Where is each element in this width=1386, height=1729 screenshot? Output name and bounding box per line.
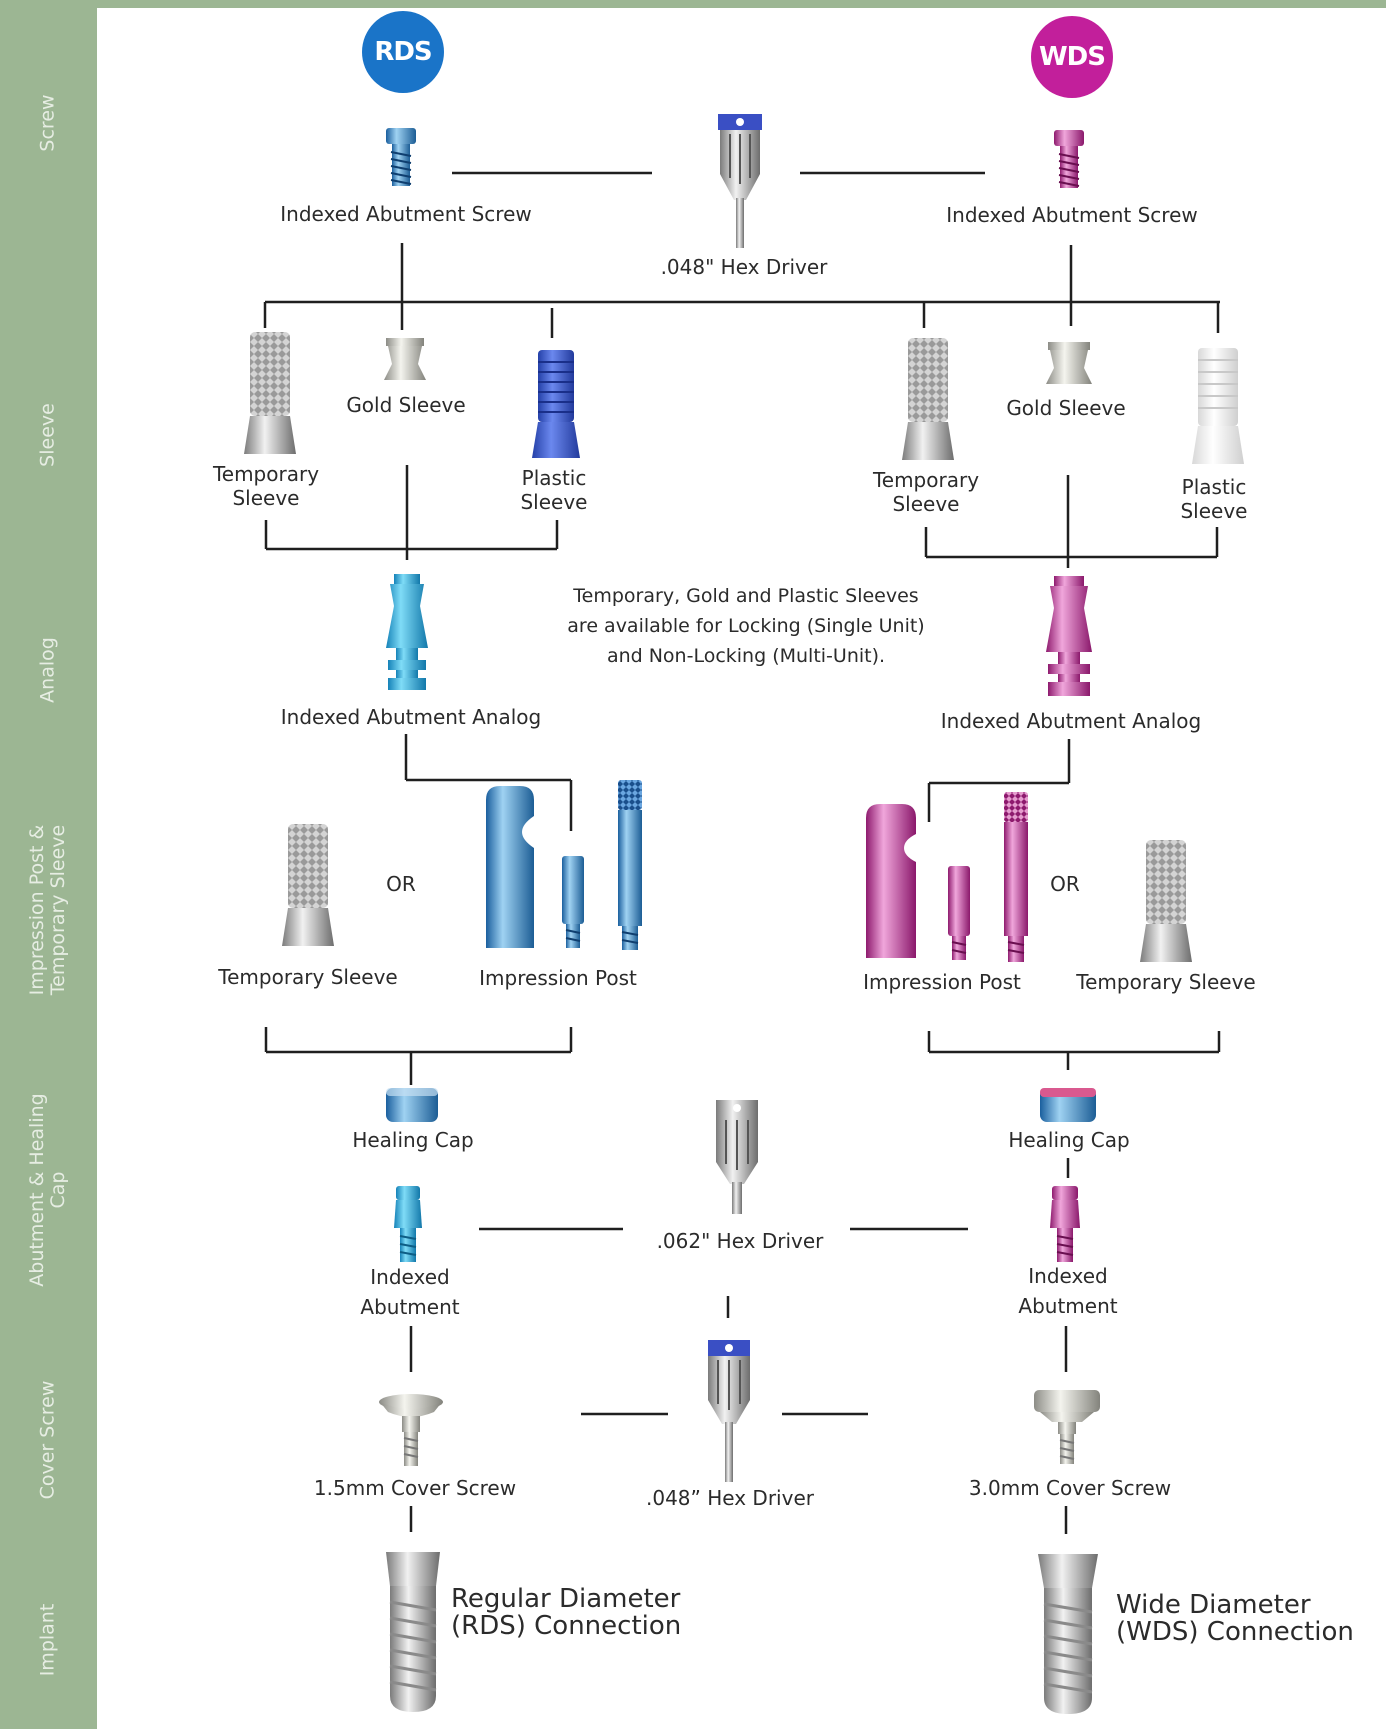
stage-sidebar: [0, 0, 97, 1729]
rds-implant-icon: [386, 1552, 440, 1712]
rds-plastic-sleeve-label: Plastic Sleeve: [520, 466, 588, 514]
rds-imp-temp-sleeve-label: Temporary Sleeve: [218, 965, 398, 989]
rds-healing-cap-label: Healing Cap: [352, 1128, 474, 1152]
wds-healing-cap-icon: [1040, 1088, 1096, 1122]
hex-driver-062-icon: [716, 1100, 758, 1214]
wds-cover-screw-icon: [1034, 1390, 1100, 1464]
rds-badge: RDS: [362, 11, 444, 93]
rds-impression-post-icon: [486, 780, 642, 950]
rds-screw-label: Indexed Abutment Screw: [280, 202, 532, 226]
rds-cover-screw-label: 1.5mm Cover Screw: [313, 1476, 517, 1500]
rds-abutment-label: Indexed Abutment: [360, 1265, 460, 1319]
rds-analog-label: Indexed Abutment Analog: [280, 705, 542, 729]
rds-gold-sleeve-icon: [384, 338, 426, 380]
rds-indexed-abutment-icon: [394, 1186, 422, 1262]
wds-or-label: OR: [1050, 872, 1080, 896]
wds-plastic-sleeve-icon: [1192, 348, 1244, 464]
wds-cover-screw-label: 3.0mm Cover Screw: [968, 1476, 1172, 1500]
wds-impression-post-icon: [866, 792, 1028, 962]
wds-temporary-sleeve-icon: [902, 338, 954, 460]
wds-implant-icon: [1038, 1554, 1098, 1714]
rds-abutment-screw-icon: [386, 128, 416, 186]
rds-healing-cap-icon: [386, 1088, 438, 1122]
wds-indexed-abutment-icon: [1050, 1186, 1080, 1262]
hex-driver-048-bottom-icon: [708, 1340, 750, 1482]
rds-gold-sleeve-label: Gold Sleeve: [346, 393, 466, 417]
rds-temporary-sleeve-icon: [244, 332, 296, 454]
rds-imp-post-label: Impression Post: [479, 966, 637, 990]
wds-screw-label: Indexed Abutment Screw: [946, 203, 1198, 227]
rds-abutment-analog-icon: [386, 574, 428, 690]
hex-driver-048-top-icon: [718, 114, 762, 248]
wds-implant-label: Wide Diameter (WDS) Connection: [1116, 1590, 1354, 1647]
wds-analog-label: Indexed Abutment Analog: [940, 709, 1202, 733]
rds-or-label: OR: [386, 872, 416, 896]
rds-plastic-sleeve-icon: [532, 350, 580, 458]
driver-048-bottom-label: .048” Hex Driver: [646, 1486, 814, 1510]
rds-impression-temporary-sleeve-icon: [282, 824, 334, 946]
wds-imp-post-label: Impression Post: [863, 970, 1021, 994]
wds-abutment-screw-icon: [1054, 130, 1084, 188]
rds-implant-label: Regular Diameter (RDS) Connection: [451, 1584, 682, 1641]
rds-cover-screw-icon: [379, 1394, 443, 1466]
sleeve-availability-note: Temporary, Gold and Plastic Sleeves are …: [567, 585, 925, 667]
wds-gold-sleeve-label: Gold Sleeve: [1006, 396, 1126, 420]
wds-badge: WDS: [1031, 16, 1113, 98]
wds-imp-temp-sleeve-label: Temporary Sleeve: [1076, 970, 1256, 994]
top-bar: [0, 0, 1386, 8]
wds-plastic-sleeve-label: Plastic Sleeve: [1180, 475, 1248, 523]
rds-temp-sleeve-label: Temporary Sleeve: [212, 462, 320, 510]
wds-abutment-label: Indexed Abutment: [1018, 1264, 1118, 1318]
wds-gold-sleeve-icon: [1046, 342, 1092, 384]
wds-impression-temporary-sleeve-icon: [1140, 840, 1192, 962]
wds-temp-sleeve-label: Temporary Sleeve: [872, 468, 980, 516]
driver-062-label: .062" Hex Driver: [656, 1229, 824, 1253]
wds-healing-cap-label: Healing Cap: [1008, 1128, 1130, 1152]
wds-abutment-analog-icon: [1046, 576, 1092, 696]
driver-048-top-label: .048" Hex Driver: [660, 255, 828, 279]
